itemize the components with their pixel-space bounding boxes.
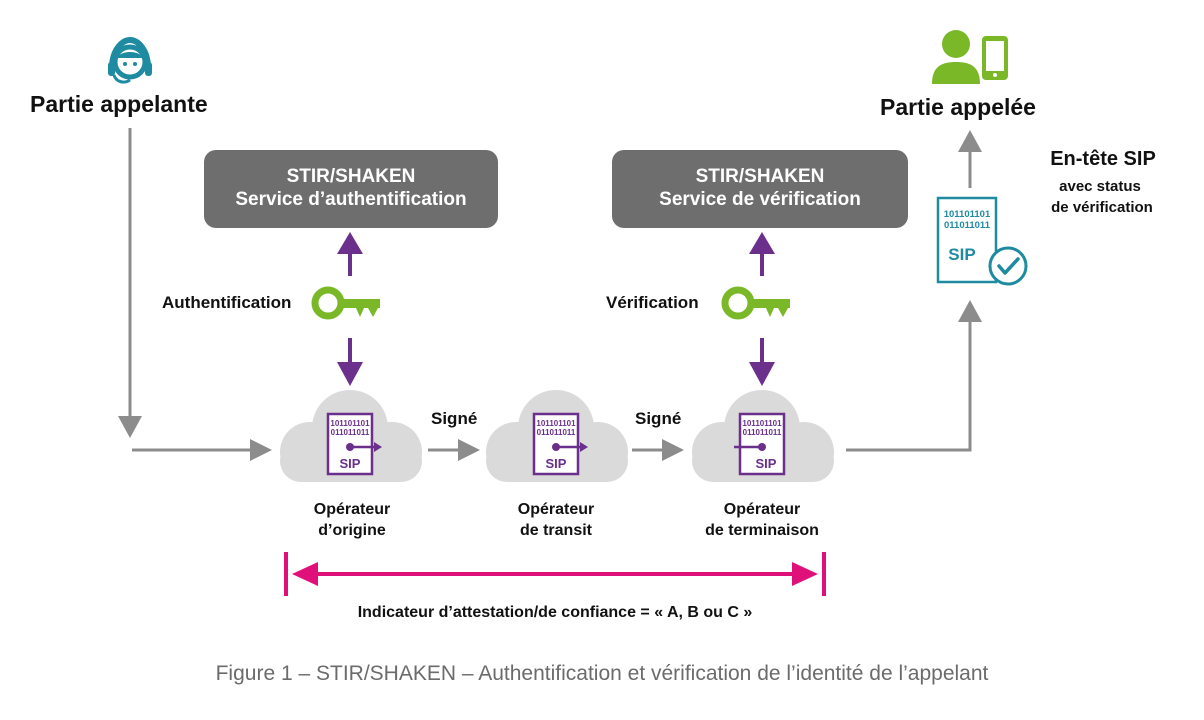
operator-termination-label: Opérateur de terminaison — [705, 499, 819, 541]
sip-header-doc-icon: 101101101 011011011 SIP — [936, 196, 998, 284]
sip-header-title: En-tête SIP — [1050, 148, 1156, 170]
auth-service-box: STIR/SHAKEN Service d’authentification — [204, 150, 498, 228]
called-party-label: Partie appelée — [880, 94, 1036, 120]
operator-origin-line1: Opérateur — [313, 501, 391, 518]
headset-person-icon — [108, 36, 152, 84]
operator-origin-line2: d’origine — [318, 522, 386, 539]
svg-text:101101101: 101101101 — [742, 419, 782, 428]
verif-down-arrow — [749, 338, 775, 386]
svg-text:011011011: 011011011 — [331, 428, 370, 437]
verif-key-label: Vérification — [606, 293, 699, 312]
calling-party-label: Partie appelante — [30, 91, 208, 117]
svg-text:SIP: SIP — [948, 245, 975, 264]
verif-service-title: STIR/SHAKEN — [695, 166, 825, 187]
call-flow-lines — [128, 128, 972, 452]
svg-text:SIP: SIP — [340, 456, 361, 471]
operator-origin-label: Opérateur d’origine — [314, 499, 390, 541]
svg-text:101101101: 101101101 — [944, 209, 991, 220]
svg-text:101101101: 101101101 — [330, 419, 370, 428]
auth-key-label: Authentification — [162, 293, 292, 312]
svg-text:011011011: 011011011 — [743, 428, 782, 437]
check-circle-icon — [988, 246, 1028, 286]
signed-label-1: Signé — [431, 409, 478, 428]
verif-service-subtitle: Service de vérification — [659, 189, 861, 210]
svg-text:SIP: SIP — [546, 456, 567, 471]
operator-termination-line2: de terminaison — [705, 522, 819, 539]
verif-key-icon — [721, 286, 790, 320]
verif-up-arrow — [749, 232, 775, 276]
sip-doc-termination-icon: 101101101 011011011 SIP — [734, 412, 786, 476]
person-phone-icon — [932, 30, 1008, 84]
auth-up-arrow — [337, 232, 363, 276]
svg-text:101101101: 101101101 — [536, 419, 576, 428]
operator-transit-line2: de transit — [519, 522, 592, 539]
verif-service-box: STIR/SHAKEN Service de vérification — [612, 150, 908, 228]
sip-header-line2: de vérification — [1051, 199, 1153, 216]
svg-text:011011011: 011011011 — [944, 220, 991, 231]
svg-text:011011011: 011011011 — [537, 428, 576, 437]
operator-transit-label: Opérateur de transit — [518, 499, 594, 541]
svg-text:SIP: SIP — [756, 456, 777, 471]
sip-header-line1: avec status — [1059, 178, 1141, 195]
operator-transit-line1: Opérateur — [517, 501, 595, 518]
attestation-label: Indicateur d’attestation/de confiance = … — [357, 604, 753, 621]
auth-down-arrow — [337, 338, 363, 386]
sip-doc-transit-icon: 101101101 011011011 SIP — [532, 412, 588, 476]
operator-termination-line1: Opérateur — [723, 501, 801, 518]
figure-caption: Figure 1 – STIR/SHAKEN – Authentificatio… — [215, 662, 989, 685]
sip-doc-origin-icon: 101101101 011011011 SIP — [326, 412, 382, 476]
auth-key-icon — [311, 286, 380, 320]
auth-service-title: STIR/SHAKEN — [286, 166, 416, 187]
attestation-range-arrow — [284, 552, 826, 596]
call-flow-arrowheads — [118, 130, 982, 461]
signed-label-2: Signé — [635, 409, 682, 428]
auth-service-subtitle: Service d’authentification — [235, 189, 467, 210]
